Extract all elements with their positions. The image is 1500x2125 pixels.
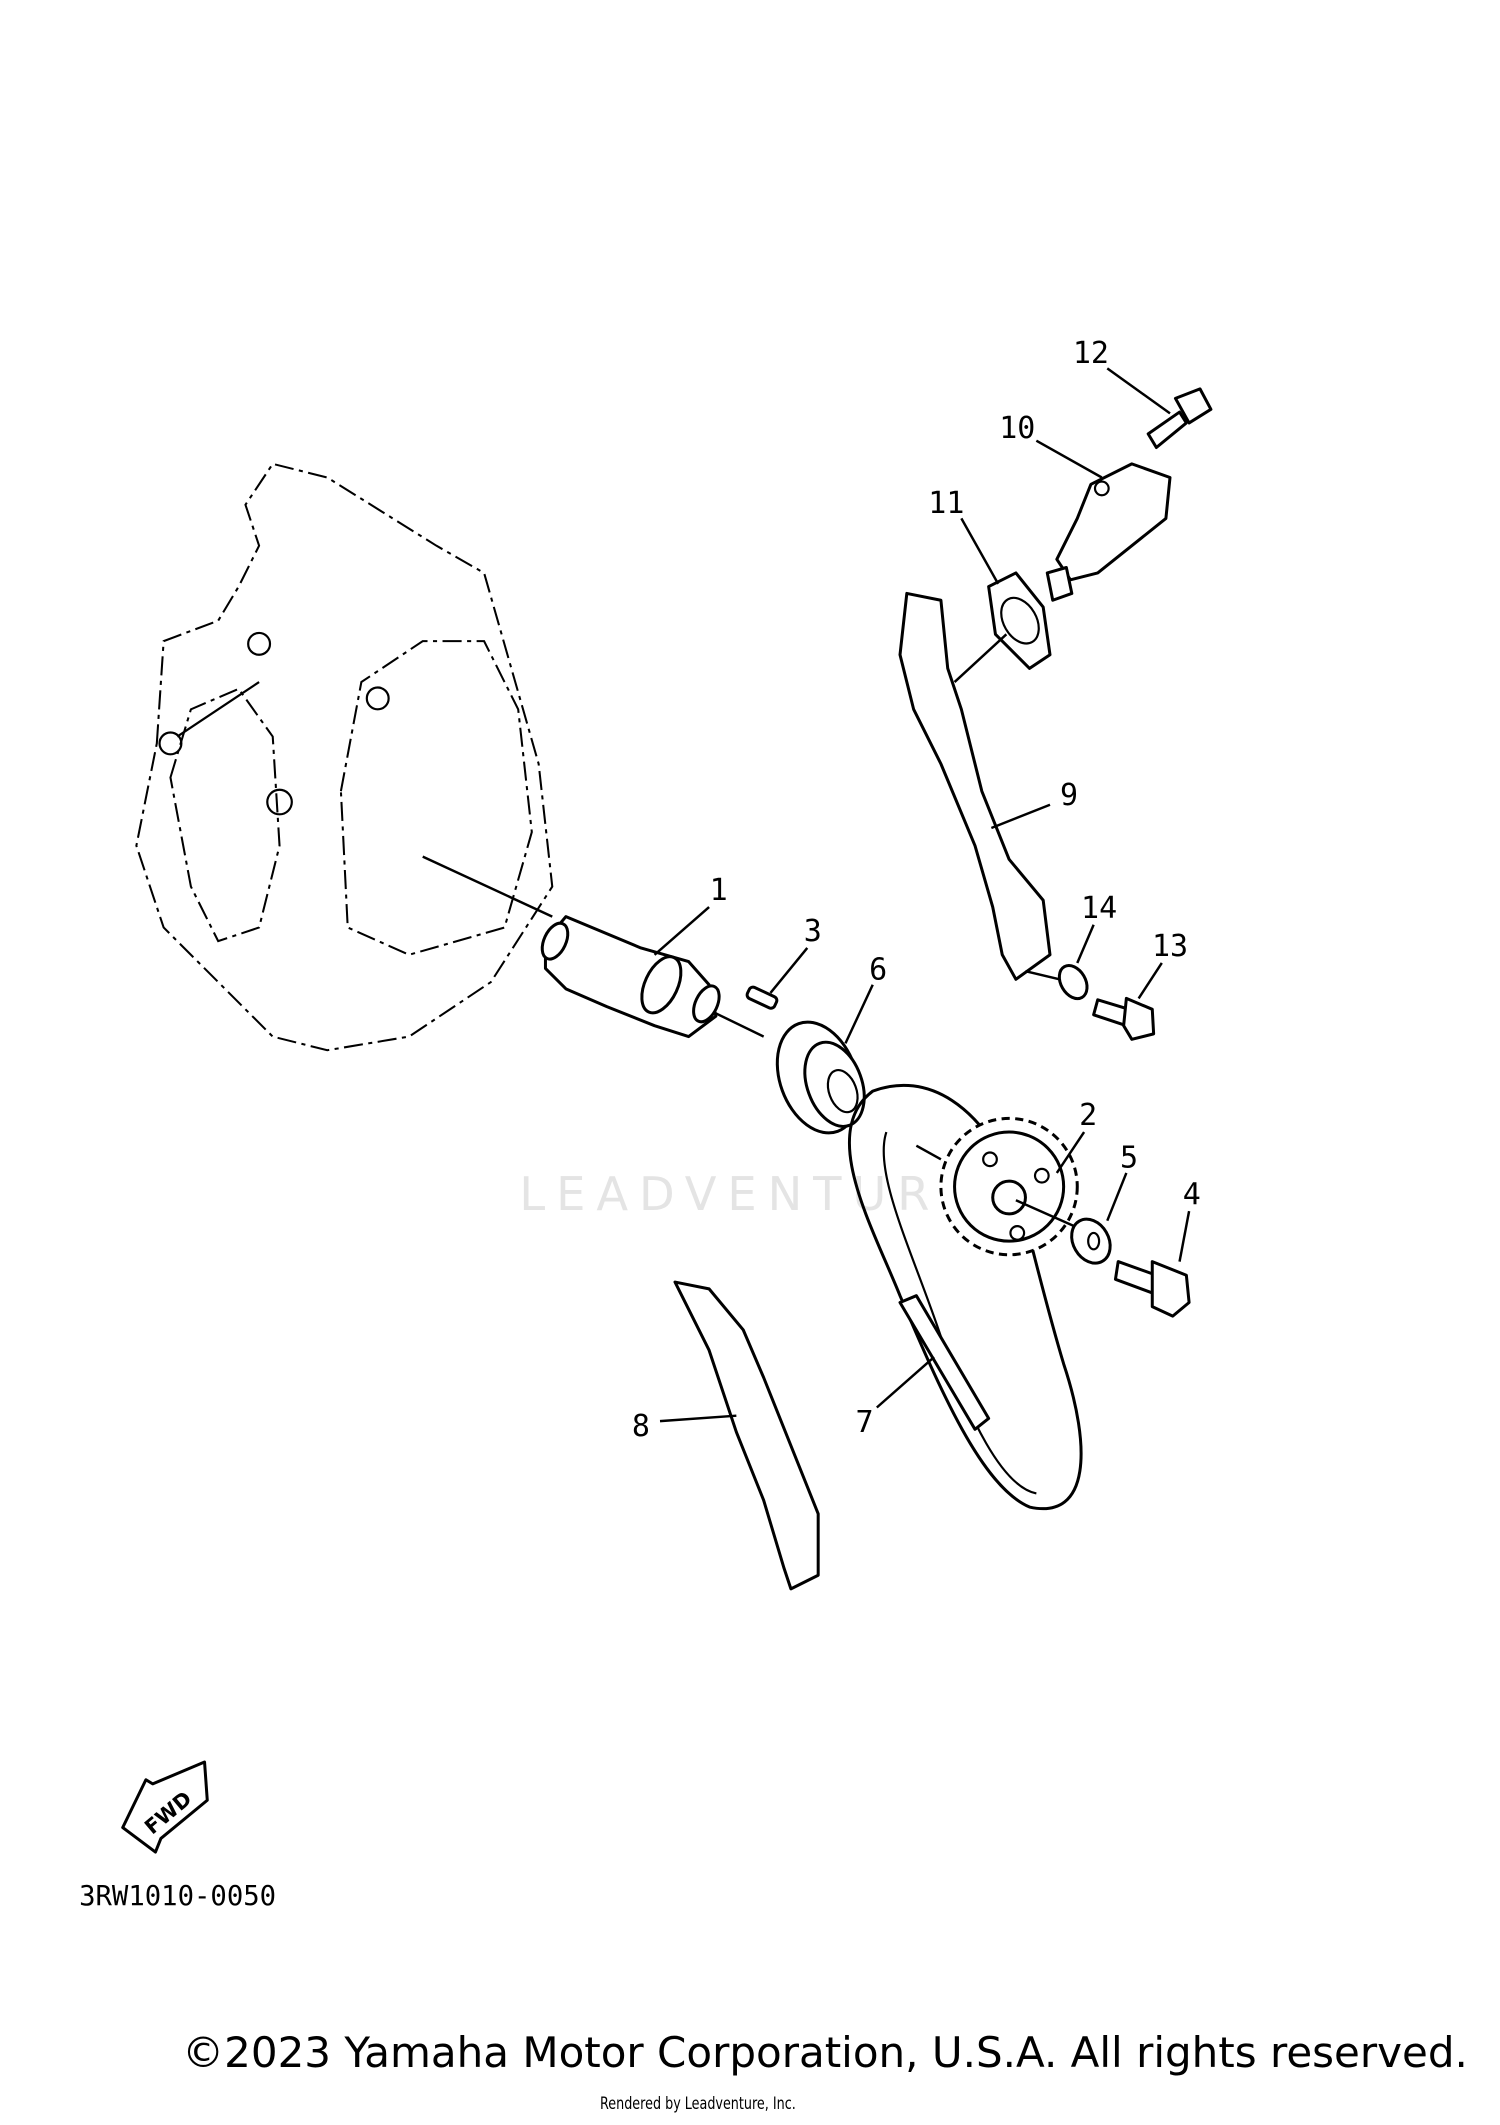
callout-2: 2 xyxy=(1079,1098,1097,1133)
callout-13: 13 xyxy=(1152,929,1188,964)
callout-14: 14 xyxy=(1081,891,1117,926)
callout-11: 11 xyxy=(928,486,964,521)
callout-10: 10 xyxy=(999,411,1035,446)
callout-9: 9 xyxy=(1060,778,1078,813)
cylinder-head-outline xyxy=(135,462,554,1052)
callout-3: 3 xyxy=(804,914,822,949)
leader-line xyxy=(422,855,553,918)
chain-segment xyxy=(898,1294,991,1431)
dowel-pin xyxy=(745,985,779,1010)
chain-guide xyxy=(673,1280,820,1591)
washer xyxy=(1070,1217,1112,1265)
diagram-code: 3RW1010-0050 xyxy=(79,1881,276,1912)
sprocket-bolt xyxy=(1113,1260,1191,1318)
cam-chain-tensioner xyxy=(1045,462,1172,602)
tensioner-bolt xyxy=(1146,387,1213,449)
cam-sprocket xyxy=(939,1116,1079,1257)
camshaft xyxy=(540,915,721,1039)
rendered-by-text: Rendered by Leadventure, Inc. xyxy=(600,2094,796,2114)
guide-bolt xyxy=(1092,996,1156,1041)
watermark: LEADVENTURE xyxy=(519,1167,980,1221)
callout-7: 7 xyxy=(856,1405,874,1440)
tensioner-gasket xyxy=(987,571,1052,670)
callout-6: 6 xyxy=(869,952,887,987)
callout-4: 4 xyxy=(1183,1177,1201,1212)
callout-5: 5 xyxy=(1120,1141,1138,1176)
callout-8: 8 xyxy=(632,1409,650,1444)
decompressor-cam xyxy=(775,1020,866,1135)
fwd-arrow-icon: FWD xyxy=(121,1760,209,1854)
copyright-text: ©2023 Yamaha Motor Corporation, U.S.A. A… xyxy=(182,2028,1468,2077)
guide-washer xyxy=(1057,964,1089,1001)
callout-1: 1 xyxy=(710,873,728,908)
callout-12: 12 xyxy=(1073,336,1109,371)
tensioner-guide xyxy=(898,591,1052,981)
